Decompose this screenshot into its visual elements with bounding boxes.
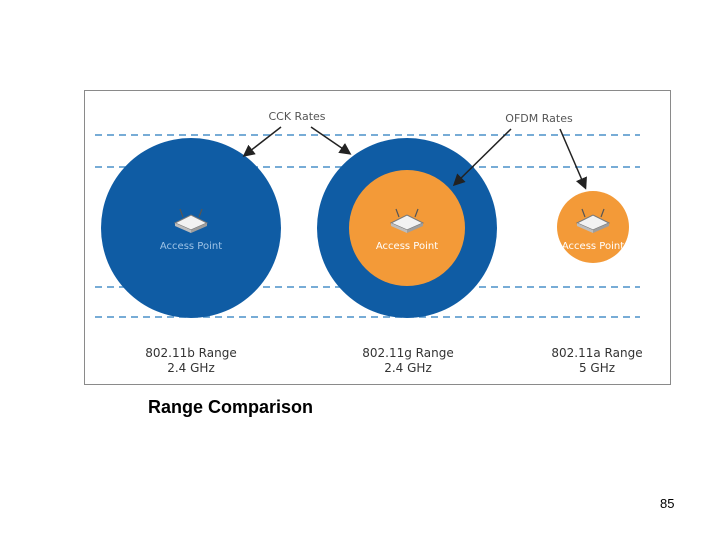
arrow-cck-to-80211g <box>310 126 352 155</box>
router-icon <box>575 208 611 233</box>
access-point-label: Access Point <box>376 241 438 252</box>
range-band-label: 5 GHz <box>579 361 615 375</box>
router-icon <box>389 208 425 233</box>
figure-caption: Range Comparison <box>148 397 314 417</box>
range-band-label: 2.4 GHz <box>167 361 215 375</box>
ofdm-rates-label: OFDM Rates <box>505 112 573 125</box>
router-icon <box>173 208 209 233</box>
arrow-ofdm-to-80211g <box>452 128 512 187</box>
page-number: 85 <box>660 496 675 511</box>
access-point-label: Access Point <box>562 241 624 252</box>
rate-arrows <box>242 126 587 190</box>
range-name-label: 802.11b Range <box>145 346 236 360</box>
arrow-cck-to-80211b <box>242 126 282 157</box>
range-name-label: 802.11g Range <box>362 346 453 360</box>
access-point-label: Access Point <box>160 241 222 252</box>
range-comparison-figure: Access Point Access Point Access Point C… <box>84 90 671 385</box>
range-band-label: 2.4 GHz <box>384 361 432 375</box>
range-diagram: Access Point Access Point Access Point C… <box>95 110 643 375</box>
range-name-label: 802.11a Range <box>551 346 642 360</box>
arrow-ofdm-to-80211a <box>559 128 587 190</box>
cck-rates-label: CCK Rates <box>268 110 325 123</box>
